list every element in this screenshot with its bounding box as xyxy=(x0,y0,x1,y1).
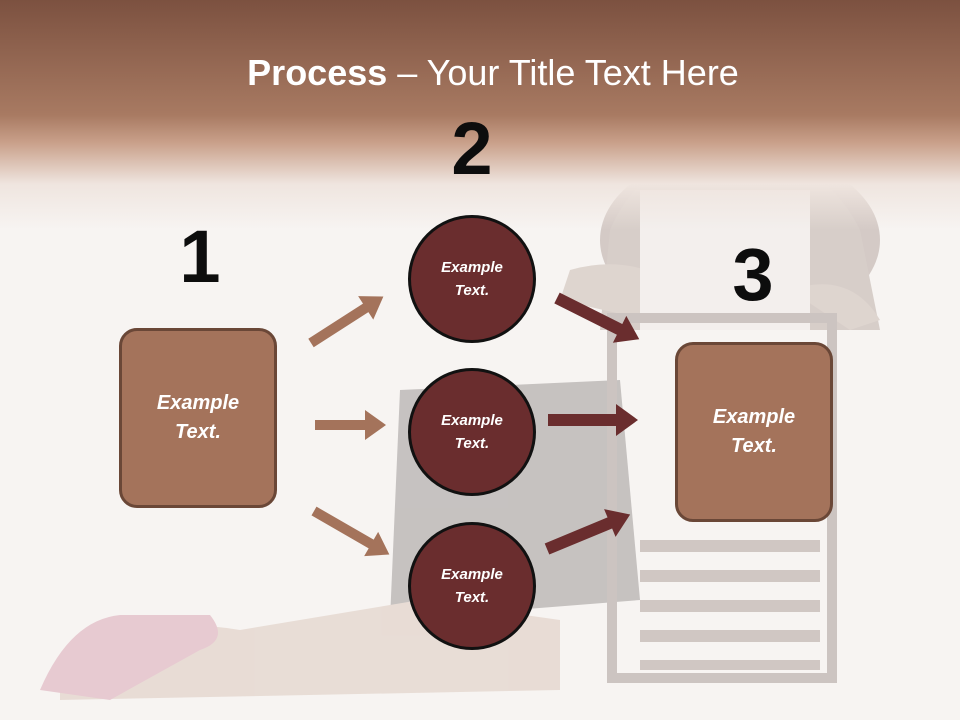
arrow-from-bottom-circle xyxy=(544,509,631,555)
circle-top-line2: Text. xyxy=(454,282,490,299)
circle-top: Example Text. xyxy=(408,215,536,343)
right-box-line2: Text. xyxy=(731,435,777,457)
title-bold: Process xyxy=(247,52,388,93)
arrow-to-middle-circle xyxy=(315,410,386,440)
circle-middle: Example Text. xyxy=(408,368,536,496)
left-box-line1: Example xyxy=(156,392,240,414)
right-box-line1: Example xyxy=(712,406,796,428)
left-box: Example Text. xyxy=(119,328,277,508)
right-box-text: Example Text. xyxy=(694,403,814,461)
arrow-group-light xyxy=(308,296,390,557)
step-number-3: 3 xyxy=(732,233,774,316)
circle-bottom-line2: Text. xyxy=(454,589,490,606)
step-number-1: 1 xyxy=(179,215,221,298)
arrow-to-bottom-circle xyxy=(311,506,390,557)
circle-top-line1: Example xyxy=(441,259,503,276)
circle-bottom-line1: Example xyxy=(441,566,503,583)
header-band xyxy=(0,0,960,230)
left-box-text: Example Text. xyxy=(138,389,258,447)
slide-title: Process – Your Title Text Here xyxy=(0,52,960,94)
circle-bottom-text: Example Text. xyxy=(427,563,517,609)
arrow-from-top-circle xyxy=(554,292,640,343)
arrow-group-dark xyxy=(544,292,640,555)
arrow-to-top-circle xyxy=(308,296,384,348)
circle-top-text: Example Text. xyxy=(427,256,517,302)
left-box-line2: Text. xyxy=(175,421,221,443)
circle-middle-line2: Text. xyxy=(454,435,490,452)
circle-bottom: Example Text. xyxy=(408,522,536,650)
step-number-2: 2 xyxy=(451,107,493,190)
circle-middle-text: Example Text. xyxy=(427,409,517,455)
right-box: Example Text. xyxy=(675,342,833,522)
arrow-from-middle-circle xyxy=(548,404,638,436)
circle-middle-line1: Example xyxy=(441,412,503,429)
title-rest: – Your Title Text Here xyxy=(387,52,739,93)
